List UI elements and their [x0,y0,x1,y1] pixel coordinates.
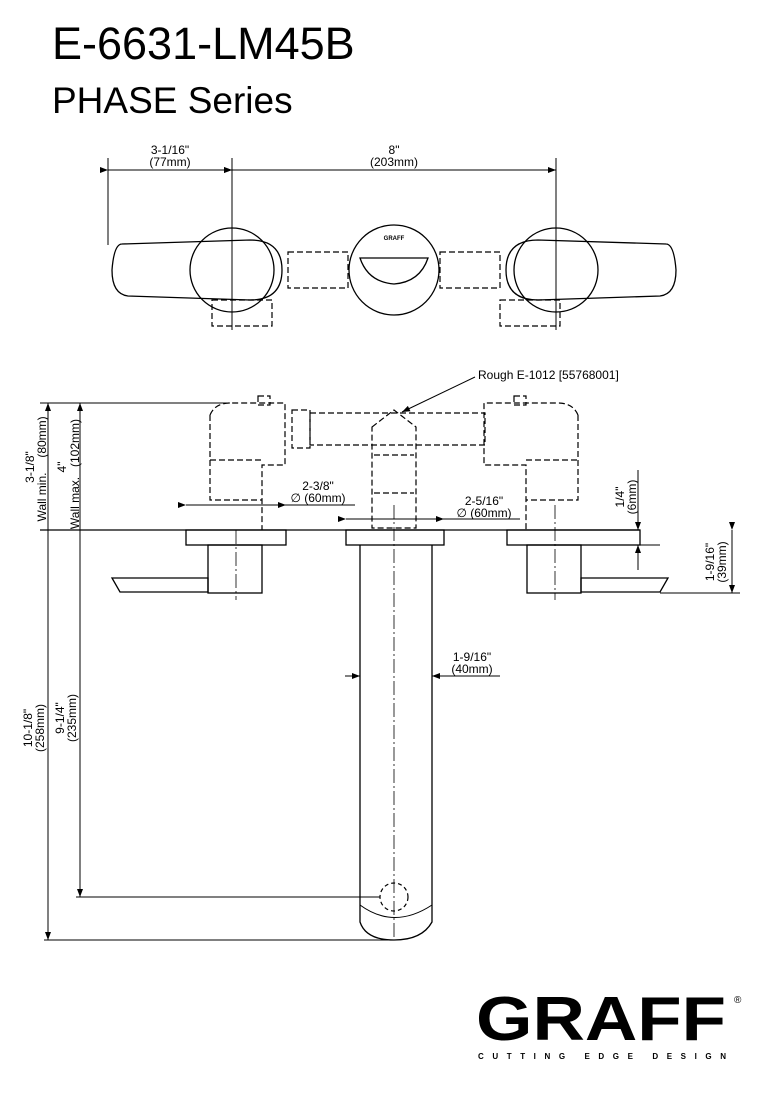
right-plate [506,529,641,546]
spout-outlet-in: 9-1/4" [53,702,67,734]
wall-max-label: Wall max. [68,477,82,529]
spout-outlet-mm: (235mm) [65,694,79,742]
rough-valve-label: Rough E-1012 [55768001] [478,368,619,382]
wall-max-mm: (102mm) [68,419,82,467]
right-handle-escutcheon [513,227,599,313]
spout-width-mm: (40mm) [451,662,492,676]
handle-plate-dia-in: 2-3/8" [302,479,334,493]
brand-tagline: CUTTING EDGE DESIGN [478,1052,726,1061]
spout-reach-in: 10-1/8" [21,709,35,747]
dim-left-mm: (77mm) [149,155,190,169]
side-view: Rough E-1012 [55768001] 3-1/8" (80mm) Wa… [21,368,740,941]
registered-mark: ® [734,995,742,1006]
dim-center-mm: (203mm) [370,155,418,169]
handle-height-in: 1-9/16" [703,543,717,581]
handle-height-mm: (39mm) [715,541,729,582]
model-number: E-6631-LM45B [52,18,355,69]
dim-center-in: 8" [389,143,400,157]
graff-logo: GRAFF ® CUTTING EDGE DESIGN [476,985,742,1061]
wall-max-in: 4" [55,462,69,473]
wall-min-label: Wall min. [35,473,49,522]
left-side-lever [110,577,209,593]
spout-reach-mm: (258mm) [33,704,47,752]
svg-text:GRAFF: GRAFF [384,236,405,242]
spout [359,545,433,941]
spout-escutcheon [348,224,440,316]
wall-min-mm: (80mm) [35,416,49,457]
spout-plate-dia-mm: ∅ (60mm) [456,506,511,520]
series-name: PHASE Series [52,80,293,121]
wall-min-in: 3-1/8" [23,451,37,483]
dim-left-in: 3-1/16" [151,143,189,157]
right-lever [505,239,677,301]
top-view: 3-1/16" (77mm) 8" (203mm) GRAFF [100,143,677,330]
spout-width-in: 1-9/16" [453,650,491,664]
left-handle-escutcheon [189,227,275,313]
left-lever [111,239,283,301]
spout-plate-dia-in: 2-5/16" [465,494,503,508]
handle-plate-dia-mm: ∅ (60mm) [290,491,345,505]
brand-name: GRAFF [476,985,726,1054]
right-side-lever [580,577,670,593]
plate-thickness-in: 1/4" [613,487,627,508]
plate-thickness-mm: (6mm) [625,480,639,515]
spout-plate [345,529,445,546]
